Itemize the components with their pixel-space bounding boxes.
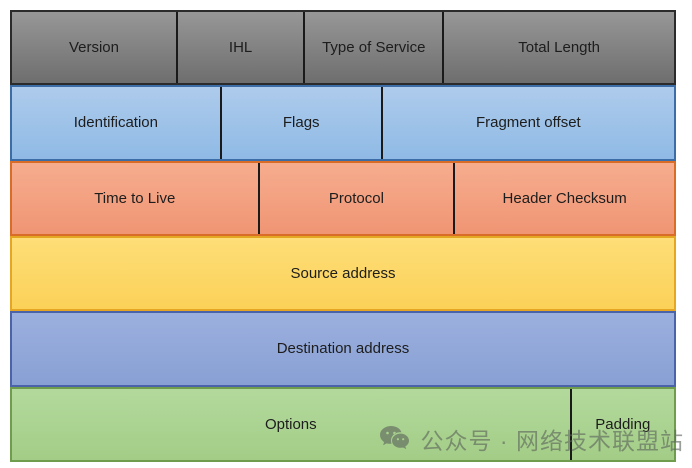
field-cell-type-of-service: Type of Service: [303, 12, 442, 84]
field-cell-options: Options: [12, 389, 570, 460]
header-row-word-5: Destination address: [10, 311, 676, 387]
field-cell-flags: Flags: [219, 87, 381, 159]
field-label-total-length: Total Length: [518, 39, 601, 57]
header-row-word-6: Options Padding: [10, 386, 676, 462]
field-cell-protocol: Protocol: [257, 162, 454, 234]
header-row-word-4: Source address: [10, 235, 676, 312]
field-label-version: Version: [68, 39, 119, 57]
field-cell-total-length: Total Length: [442, 12, 674, 84]
field-label-padding: Padding: [595, 415, 651, 433]
field-cell-time-to-live: Time to Live: [12, 163, 258, 234]
field-label-options: Options: [264, 415, 317, 433]
field-label-fragment-offset: Fragment offset: [475, 114, 581, 132]
field-cell-ihl: IHL: [175, 12, 303, 84]
field-label-time-to-live: Time to Live: [94, 189, 176, 207]
field-label-identification: Identification: [73, 114, 158, 132]
field-label-ihl: IHL: [228, 39, 253, 57]
field-cell-identification: Identification: [12, 87, 220, 158]
field-label-protocol: Protocol: [328, 189, 384, 207]
field-cell-version: Version: [12, 12, 176, 83]
header-row-word-3: Time to Live Protocol Header Checksum: [10, 160, 676, 236]
field-cell-padding: Padding: [569, 388, 674, 460]
field-cell-destination-address: Destination address: [12, 313, 674, 384]
header-row-word-2: Identification Flags Fragment offset: [10, 85, 676, 161]
field-cell-fragment-offset: Fragment offset: [380, 87, 674, 159]
field-label-destination-address: Destination address: [276, 340, 410, 358]
field-cell-header-checksum: Header Checksum: [453, 162, 674, 234]
field-label-source-address: Source address: [290, 265, 396, 283]
field-label-flags: Flags: [282, 114, 320, 132]
field-label-header-checksum: Header Checksum: [502, 189, 627, 207]
field-cell-source-address: Source address: [12, 238, 674, 309]
field-label-type-of-service: Type of Service: [322, 39, 426, 57]
header-row-word-1: Version IHL Type of Service Total Length: [10, 10, 676, 86]
